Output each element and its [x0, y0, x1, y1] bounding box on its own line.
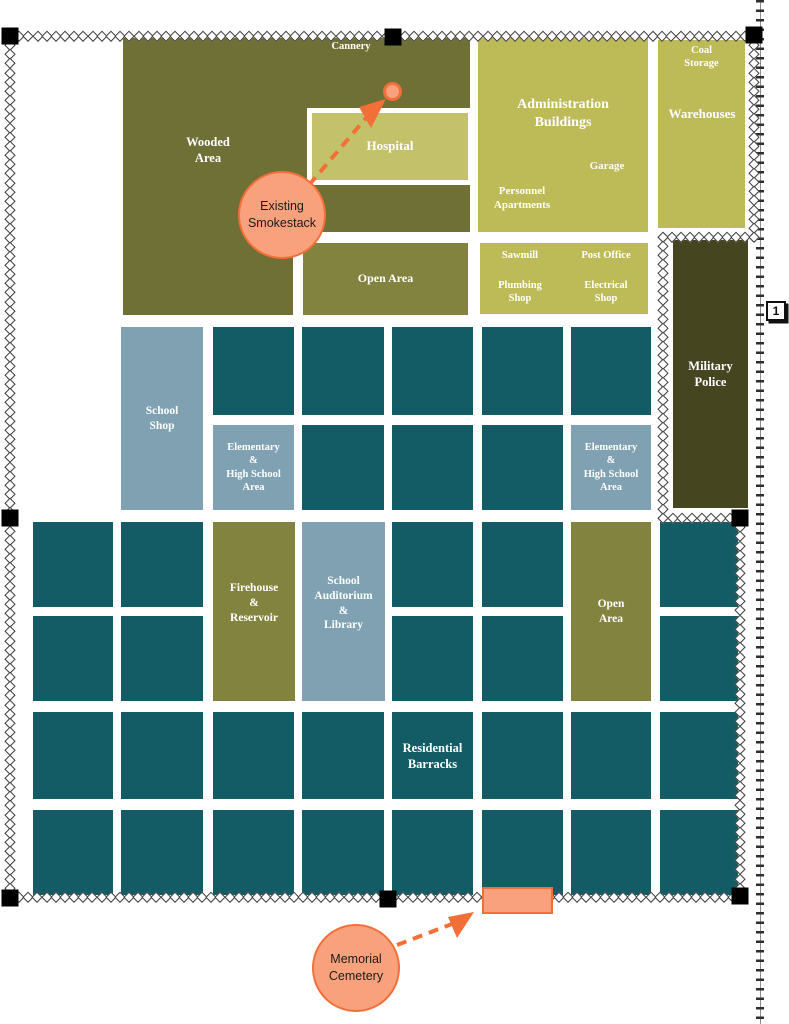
- barracks-block: [121, 810, 203, 895]
- page-edge-tick-line: [756, 0, 764, 1024]
- guard-tower-marker: [731, 887, 749, 905]
- barracks-block: [302, 810, 384, 895]
- barracks-block: [302, 327, 384, 415]
- barracks-block: [121, 522, 203, 607]
- barracks-block: [482, 327, 563, 415]
- barracks-block: [121, 712, 203, 799]
- barracks-block: [571, 327, 651, 415]
- barracks-block: [121, 616, 203, 701]
- zone-cannery: Cannery Hospital: [303, 38, 473, 232]
- smokestack-location-dot: [383, 82, 402, 101]
- memorial-cemetery-site: [482, 887, 553, 914]
- barracks-block: [302, 712, 384, 799]
- barracks-block: [213, 327, 294, 415]
- barracks-block: [392, 522, 473, 607]
- zone-school-auditorium-library: School Auditorium & Library: [302, 522, 385, 701]
- zone-administration: Administration Buildings Garage Personne…: [478, 38, 648, 232]
- barracks-block: [571, 712, 651, 799]
- zone-school-shop: School Shop: [121, 327, 203, 510]
- barracks-block: [571, 810, 651, 895]
- zone-residential-barracks: Residential Barracks: [392, 712, 473, 799]
- barracks-block: [482, 425, 563, 510]
- barracks-block: [392, 616, 473, 701]
- page-marker-1: 1: [766, 301, 786, 321]
- memorial-cemetery-label: Memorial Cemetery: [328, 952, 384, 983]
- barracks-block: [660, 712, 738, 799]
- cemetery-arrowhead: [448, 912, 474, 938]
- zone-coal-storage-label: Coal Storage: [684, 45, 719, 70]
- zone-hospital-label: Hospital: [366, 138, 414, 154]
- barracks-block: [33, 616, 113, 701]
- zone-military-police: Military Police: [673, 240, 748, 508]
- zone-open-area-top-label: Open Area: [357, 271, 414, 286]
- barracks-block: [213, 810, 294, 895]
- barracks-block: [482, 522, 563, 607]
- zone-cannery-bridge: [291, 38, 305, 177]
- barracks-block: [33, 810, 113, 895]
- zone-garage-label: Garage: [589, 160, 625, 172]
- zone-elementary-label-east: Elementary & High School Area: [583, 441, 639, 493]
- barracks-block: [302, 425, 384, 510]
- barracks-block: [482, 712, 563, 799]
- zone-administration-label: Administration Buildings: [517, 97, 609, 130]
- zone-warehouses: Coal Storage Warehouses: [658, 40, 745, 228]
- barracks-block: [392, 425, 473, 510]
- zone-post-office-label: Post Office: [581, 250, 631, 261]
- memorial-cemetery-callout: Memorial Cemetery: [312, 924, 400, 1012]
- guard-tower-marker: [1, 889, 19, 907]
- barracks-block: [392, 810, 473, 895]
- zone-residential-barracks-label: Residential Barracks: [402, 740, 463, 771]
- zone-elementary-high-school-west: Elementary & High School Area: [213, 425, 294, 510]
- zone-open-area-mid-label: Open Area: [597, 597, 625, 625]
- barracks-block: [660, 522, 738, 607]
- zone-elementary-label-west: Elementary & High School Area: [226, 441, 281, 493]
- zone-sawmill-label: Sawmill: [501, 250, 539, 261]
- zone-school-shop-label: School Shop: [145, 404, 179, 432]
- page-marker-label: 1: [772, 304, 780, 318]
- zone-open-area-mid: Open Area: [571, 522, 651, 701]
- barracks-block: [33, 712, 113, 799]
- zone-shops: Sawmill Post Office Plumbing Shop Electr…: [480, 243, 648, 314]
- zone-personnel-apartments-label: Personnel Apartments: [493, 185, 551, 212]
- zone-open-area-top: Open Area: [303, 243, 468, 315]
- zone-firehouse-reservoir: Firehouse & Reservoir: [213, 522, 295, 701]
- guard-tower-marker: [384, 28, 402, 46]
- zone-military-police-label: Military Police: [688, 359, 733, 389]
- zone-hospital: Hospital: [307, 108, 473, 185]
- guard-tower-marker: [745, 26, 763, 44]
- zone-elementary-high-school-east: Elementary & High School Area: [571, 425, 651, 510]
- zone-wooded-area-label: Wooded Area: [186, 135, 230, 165]
- barracks-block: [213, 712, 294, 799]
- barracks-block: [33, 522, 113, 607]
- existing-smokestack-callout: Existing Smokestack: [238, 171, 326, 259]
- zone-plumbing-shop-label: Plumbing Shop: [498, 280, 542, 305]
- cemetery-arrow-line: [396, 922, 453, 947]
- zone-warehouses-label: Warehouses: [668, 106, 736, 121]
- barracks-block: [482, 616, 563, 701]
- zone-auditorium-label: School Auditorium & Library: [314, 575, 373, 632]
- guard-tower-marker: [731, 509, 749, 527]
- zone-cannery-label: Cannery: [331, 41, 371, 52]
- barracks-block: [392, 327, 473, 415]
- guard-tower-marker: [379, 890, 397, 908]
- zone-firehouse-label: Firehouse & Reservoir: [229, 582, 279, 624]
- guard-tower-marker: [1, 27, 19, 45]
- guard-tower-marker: [1, 509, 19, 527]
- zone-electrical-shop-label: Electrical Shop: [584, 280, 628, 305]
- existing-smokestack-label: Existing Smokestack: [247, 199, 317, 230]
- barracks-block: [482, 810, 563, 895]
- barracks-block: [660, 616, 738, 701]
- barracks-block: [660, 810, 738, 895]
